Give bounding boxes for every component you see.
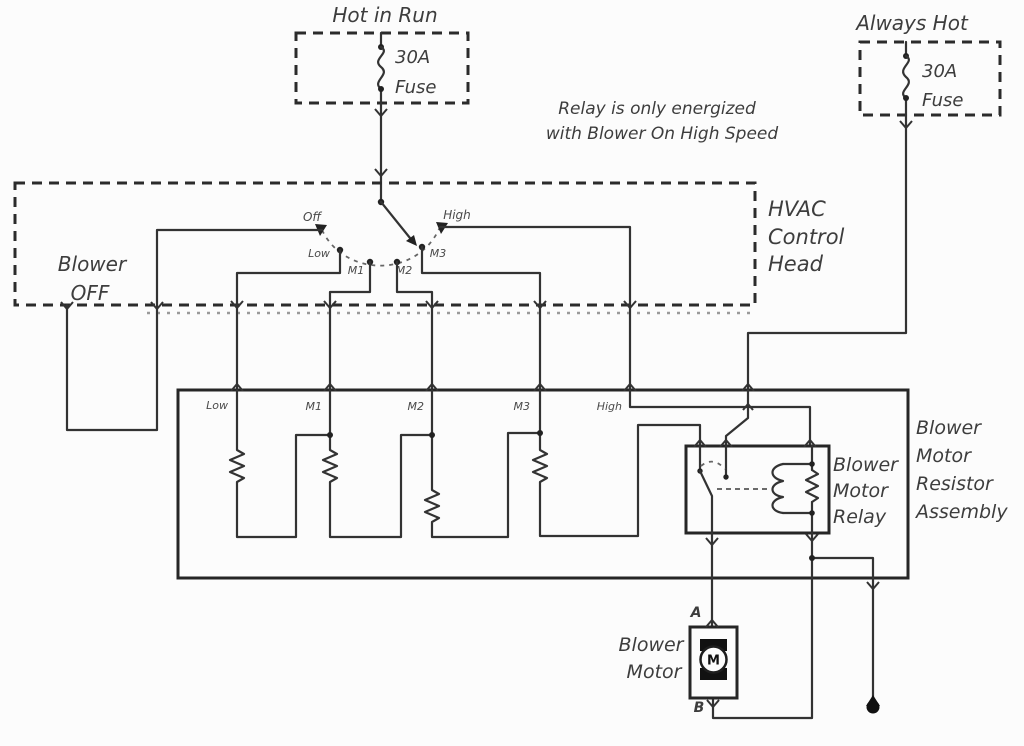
assembly-label-4: Assembly	[914, 501, 1008, 523]
fuse-word: Fuse	[922, 90, 963, 111]
switch-travel-arc	[321, 226, 441, 267]
motor-label-1: Blower	[619, 634, 685, 656]
junction-dot	[327, 432, 333, 438]
blower-motor: A M B Blower Motor	[619, 605, 739, 716]
connector-arrows-down	[60, 108, 913, 708]
note-line-1: Relay is only energized	[558, 99, 756, 119]
hot-in-run-label: Hot in Run	[332, 3, 437, 27]
relay-note: Relay is only energized with Blower On H…	[546, 99, 779, 144]
fuse-terminal-dot	[378, 86, 384, 92]
hvac-box-outline	[13, 181, 757, 307]
assembly-label-1: Blower	[916, 417, 982, 439]
hvac-label-2: Control	[768, 225, 845, 249]
output-wires	[710, 531, 880, 720]
position-m3-label: M3	[430, 247, 447, 260]
blower-off-label-2: OFF	[71, 281, 110, 305]
always-hot-label: Always Hot	[854, 11, 969, 35]
position-low-label: Low	[308, 247, 330, 260]
fuse-icon	[902, 54, 910, 100]
fuse-icon	[377, 45, 385, 91]
relay-feed-wires	[628, 388, 812, 448]
junction-dot	[429, 432, 435, 438]
relay-outline	[684, 444, 831, 535]
relay-label-1: Blower	[833, 454, 899, 476]
position-m2-label: M2	[396, 264, 413, 277]
junction-dot	[809, 461, 815, 467]
blower-motor-relay: Blower Motor Relay	[684, 444, 899, 535]
assembly-label-2: Motor	[916, 445, 972, 467]
motor-label-2: Motor	[627, 661, 683, 683]
switch-output-wires	[65, 225, 632, 432]
fuse-rating: 30A	[395, 47, 430, 68]
motor-symbol: M	[707, 654, 720, 669]
terminal-high-label: High	[597, 400, 622, 413]
relay-contact-dot	[723, 474, 729, 480]
relay-armature-icon	[698, 469, 714, 535]
relay-resistor-icon	[804, 468, 820, 504]
ground-point	[866, 695, 880, 714]
ground-icon	[866, 700, 880, 714]
junction-dot	[537, 430, 543, 436]
blower-speed-switch[interactable]: Off Low M1 M2 M3 High	[303, 198, 471, 277]
switch-arm-icon[interactable]	[379, 200, 412, 240]
hvac-control-head: HVAC Control Head Blower OFF Off Low M1 …	[13, 181, 845, 432]
connector-arrows-up	[230, 383, 817, 628]
fuse-terminal-dot	[903, 95, 909, 101]
motor-icon	[699, 645, 728, 674]
motor-terminal-b-label: B	[694, 700, 705, 716]
position-m1-label: M1	[348, 264, 365, 277]
fuse-box-outline	[858, 40, 1002, 117]
junction-dot	[809, 555, 815, 561]
always-hot-feed-wire	[746, 113, 908, 392]
relay-coil-leads	[781, 444, 814, 535]
switch-arm-arrowhead	[406, 235, 417, 246]
fuse-always-hot: Always Hot 30A Fuse	[854, 11, 1002, 117]
relay-contact-leads	[698, 444, 728, 478]
resistor-assembly-outline	[176, 388, 910, 580]
relay-label-2: Motor	[833, 480, 889, 502]
supply-wires	[379, 101, 908, 392]
hvac-label-1: HVAC	[768, 197, 826, 221]
junction-dot	[809, 510, 815, 516]
relay-label-3: Relay	[833, 506, 887, 528]
position-high-label: High	[443, 208, 471, 222]
motor-terminal-a-label: A	[690, 605, 702, 621]
blower-motor-resistor-assembly: Low M1 M2 M3 High Blower Motor Resistor …	[176, 388, 1008, 580]
blower-off-label-1: Blower	[58, 252, 128, 276]
position-off-label: Off	[303, 210, 322, 224]
relay-coil-icon	[771, 462, 785, 515]
fuse-rating: 30A	[922, 61, 957, 82]
terminal-m3-label: M3	[514, 400, 531, 413]
hvac-label-3: Head	[768, 252, 824, 276]
note-line-2: with Blower On High Speed	[546, 124, 779, 144]
fuse-word: Fuse	[395, 77, 436, 98]
relay-contact-swing-arc	[700, 460, 726, 470]
assembly-label-3: Resistor	[916, 473, 994, 495]
fuse-hot-in-run: Hot in Run 30A Fuse	[294, 3, 470, 105]
terminal-m2-label: M2	[408, 400, 425, 413]
resistor-chain-wire	[228, 388, 702, 539]
terminal-low-label: Low	[206, 399, 228, 412]
motor-outline	[688, 625, 739, 700]
terminal-m1-label: M1	[306, 400, 323, 413]
